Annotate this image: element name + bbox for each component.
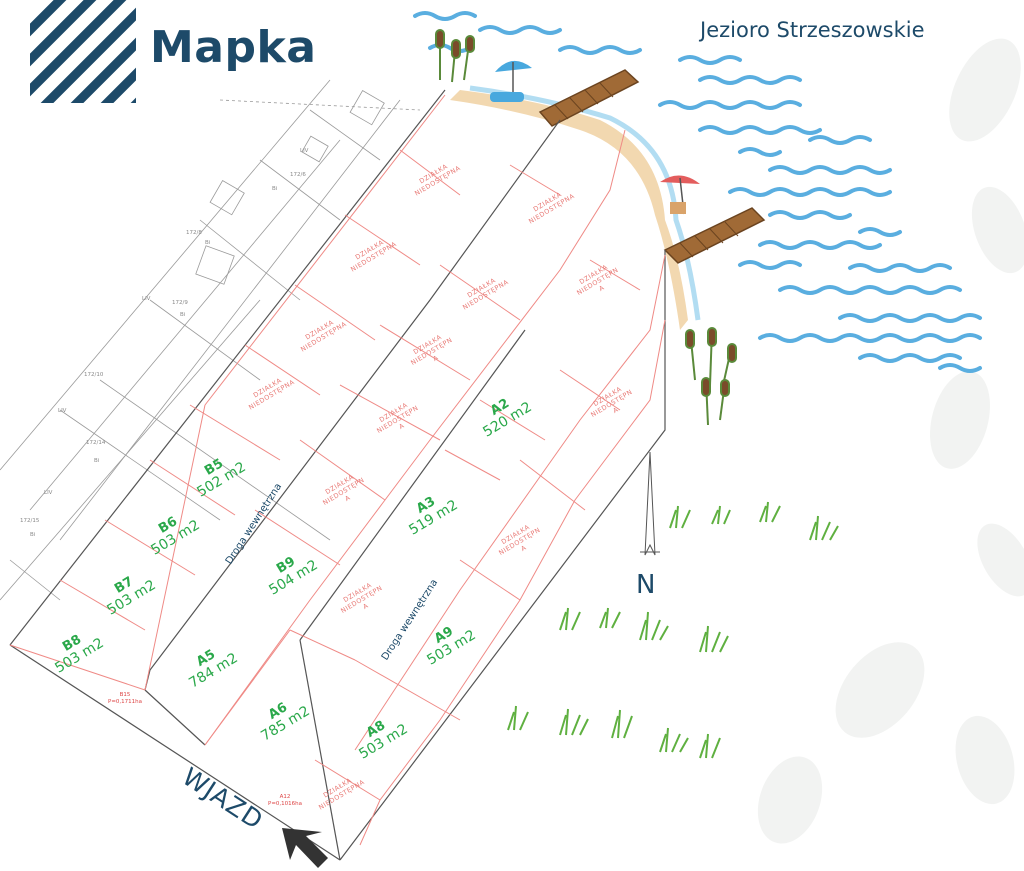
beach-umbrella-icon xyxy=(660,175,700,215)
lake-name-label: Jezioro Strzeszowskie xyxy=(700,18,925,42)
beach xyxy=(450,90,688,330)
plot-boundaries xyxy=(9,94,666,846)
cadastral-label: LIV xyxy=(44,490,53,496)
entry-arrow-icon xyxy=(282,828,328,868)
cadastral-label: LIV xyxy=(58,408,67,414)
cadastral-label: 172/6 xyxy=(290,172,306,178)
cadastral-label: 172/8 xyxy=(186,230,202,236)
cadastral-label: Bi xyxy=(205,240,211,246)
beach-umbrella-icon xyxy=(490,60,532,102)
cadastral-label: 172/10 xyxy=(84,372,104,378)
north-label: N xyxy=(636,570,656,600)
logo-stripes-icon xyxy=(30,0,136,103)
cadastral-lines xyxy=(0,79,421,601)
cadastral-label: Bi xyxy=(272,186,278,192)
reeds-icon xyxy=(685,327,737,426)
pier-icon xyxy=(538,69,640,127)
north-arrow-icon xyxy=(640,451,660,556)
cadastral-label: 172/14 xyxy=(86,440,106,446)
cadastral-label: Bi xyxy=(30,532,36,538)
cadastral-label: Bi xyxy=(180,312,186,318)
pier-icon xyxy=(663,207,766,264)
cadastral-label: LIV xyxy=(300,148,309,154)
foliage-decoration xyxy=(757,38,1024,844)
cadastral-label: 172/9 xyxy=(172,300,188,306)
cadastral-label: 172/15 xyxy=(20,518,40,524)
cadastral-label: LIV xyxy=(142,296,151,302)
lake-water xyxy=(413,11,982,373)
brand-logo-text: Mapka xyxy=(150,22,317,73)
shore-water-edge xyxy=(469,85,701,321)
cadastral-label: Bi xyxy=(94,458,100,464)
reeds-icon xyxy=(435,29,475,83)
grass-icon xyxy=(507,501,839,759)
